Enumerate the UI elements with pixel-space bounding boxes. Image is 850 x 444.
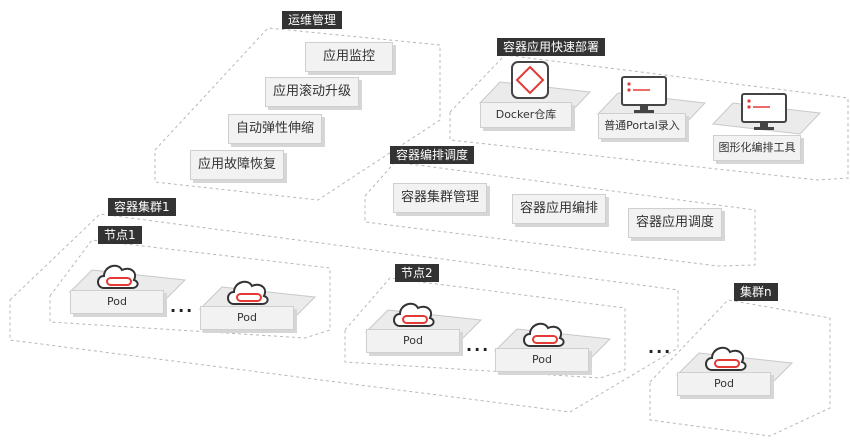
node1-ellipsis: ... (170, 297, 195, 316)
pod-label: Pod (70, 290, 164, 314)
deploy-item-docker: Docker仓库 (480, 102, 572, 128)
node2-ellipsis: ... (466, 336, 491, 355)
deploy-item-portal: 普通Portal录入 (598, 113, 686, 139)
node1-title: 节点1 (98, 226, 142, 244)
pod-label: Pod (200, 306, 294, 330)
monitor-icon (621, 76, 667, 113)
cloud-container-icon (227, 280, 269, 305)
clustern-platform (649, 299, 831, 437)
monitor-icon (741, 93, 787, 130)
pod-label: Pod (677, 372, 771, 396)
orchestrate-title: 容器编排调度 (390, 146, 475, 164)
cloud-container-icon (523, 322, 565, 347)
ops-item-autoscaling: 自动弹性伸缩 (228, 114, 322, 144)
deploy-item-graphical: 图形化编排工具 (713, 135, 801, 161)
cluster1-title: 容器集群1 (108, 198, 176, 216)
ops-title: 运维管理 (282, 11, 343, 29)
orchestrate-item-cluster-mgmt: 容器集群管理 (393, 183, 487, 213)
cloud-container-icon (97, 264, 139, 289)
orchestrate-platform (364, 161, 756, 267)
cloud-container-icon (393, 302, 435, 327)
ops-item-monitor: 应用监控 (305, 42, 393, 72)
node2-platform (344, 277, 626, 379)
orchestrate-item-app-orchestration: 容器应用编排 (512, 194, 606, 224)
node2-title: 节点2 (395, 264, 439, 282)
ops-platform (154, 27, 441, 201)
orchestrate-item-app-scheduling: 容器应用调度 (628, 208, 722, 238)
deploy-title: 容器应用快速部署 (497, 38, 606, 56)
pod-label: Pod (495, 348, 589, 372)
clustern-title: 集群n (734, 283, 778, 301)
cluster-ellipsis: ... (648, 338, 673, 357)
ops-item-rolling-upgrade: 应用滚动升级 (265, 77, 359, 107)
pod-label: Pod (366, 329, 460, 353)
docker-registry-icon (511, 61, 549, 99)
cloud-container-icon (705, 346, 747, 371)
ops-item-fault-recovery: 应用故障恢复 (190, 150, 284, 180)
